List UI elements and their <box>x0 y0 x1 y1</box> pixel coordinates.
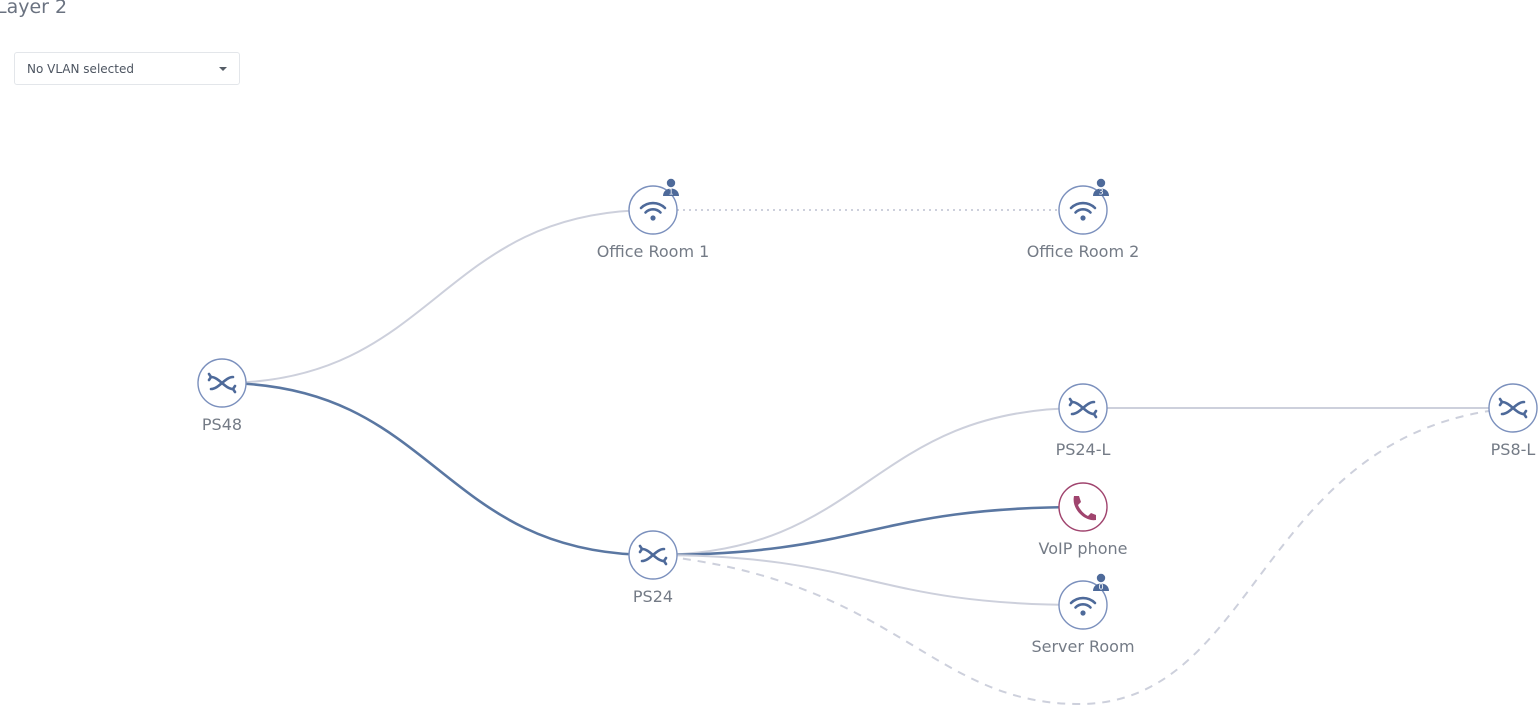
client-count: 3 <box>1098 188 1103 197</box>
client-count: 1 <box>668 188 673 197</box>
node-label: PS8-L <box>1491 440 1536 459</box>
node-circle <box>1058 482 1108 532</box>
wifi-icon <box>1069 596 1097 616</box>
link-ps48-or1 <box>221 209 654 384</box>
node-ps24l[interactable]: PS24-L <box>1056 383 1111 459</box>
switch-icon <box>207 372 237 394</box>
node-ps24[interactable]: PS24 <box>628 530 678 606</box>
node-label: Office Room 1 <box>597 242 710 261</box>
link-ps24-srv <box>652 554 1084 606</box>
node-ps8l[interactable]: PS8-L <box>1488 383 1538 459</box>
link-ps24-voip <box>652 505 1084 557</box>
switch-icon <box>1498 397 1528 419</box>
node-label: PS24-L <box>1056 440 1111 459</box>
client-count-badge: 0 <box>1093 573 1109 592</box>
switch-icon <box>1068 397 1098 419</box>
link-ps24-ps24l <box>652 407 1084 556</box>
node-label: PS48 <box>202 415 242 434</box>
chevron-down-icon <box>219 66 227 71</box>
node-label: Server Room <box>1031 637 1134 656</box>
node-label: PS24 <box>633 587 673 606</box>
node-ps48[interactable]: PS48 <box>197 358 247 434</box>
node-label: Office Room 2 <box>1027 242 1140 261</box>
wifi-icon <box>639 201 667 221</box>
node-voip[interactable]: VoIP phone <box>1038 482 1128 558</box>
link-ps48-ps24 <box>221 381 654 557</box>
client-count: 0 <box>1098 583 1103 592</box>
page-title: Layer 2 <box>0 0 68 18</box>
switch-icon <box>638 544 668 566</box>
client-count-badge: 1 <box>663 178 679 197</box>
node-label: VoIP phone <box>1038 539 1127 558</box>
links-layer <box>221 209 1514 706</box>
client-count-badge: 3 <box>1093 178 1109 197</box>
vlan-select-value: No VLAN selected <box>27 61 134 76</box>
phone-icon <box>1073 496 1096 521</box>
vlan-select[interactable]: No VLAN selected <box>14 52 240 85</box>
wifi-icon <box>1069 201 1097 221</box>
link-ps24-ps8l <box>652 407 1514 706</box>
